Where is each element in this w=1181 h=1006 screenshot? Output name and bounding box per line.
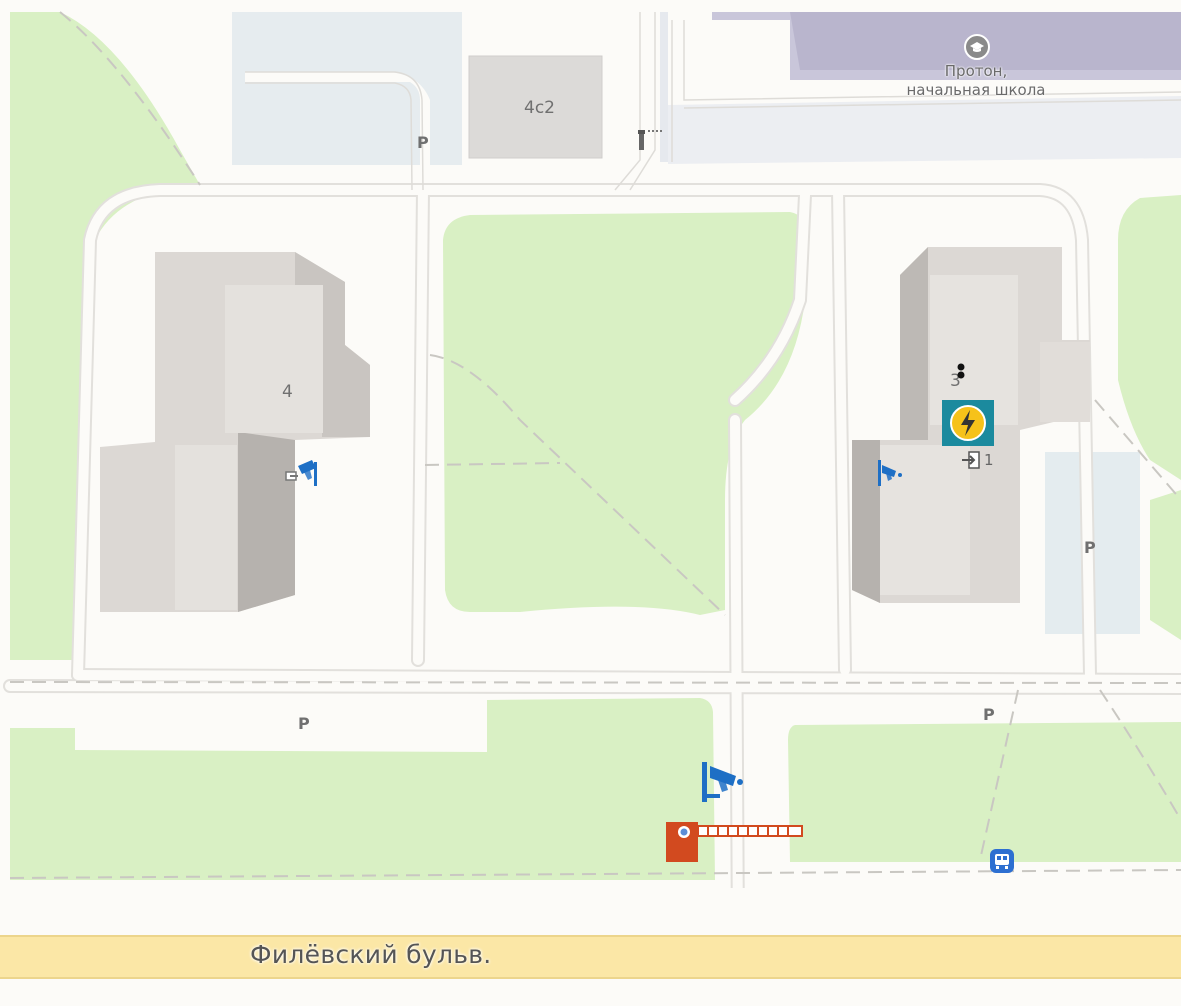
cctv-camera-icon[interactable]	[698, 758, 748, 808]
cctv-camera-icon[interactable]	[284, 458, 322, 494]
building-number-4c2: 4с2	[524, 98, 555, 118]
building-number-4: 4	[282, 382, 293, 402]
green-area-west	[10, 12, 200, 660]
entrance-number: 1	[984, 451, 994, 469]
poi-name-line2[interactable]: начальная школа	[906, 81, 1046, 99]
ev-charging-icon[interactable]	[940, 398, 996, 452]
green-area-south	[10, 698, 715, 880]
tower-icon[interactable]	[636, 128, 664, 156]
poi-name-line1[interactable]: Протон,	[944, 62, 1008, 80]
parking-label[interactable]: P	[417, 133, 429, 152]
barrier-gate-icon[interactable]	[664, 818, 804, 870]
school-icon[interactable]	[964, 34, 990, 64]
parking-label[interactable]: P	[983, 705, 995, 724]
green-area-central	[443, 212, 808, 615]
cctv-camera-icon[interactable]	[874, 457, 908, 493]
parking-label[interactable]: P	[298, 714, 310, 733]
pin-dots-icon[interactable]	[955, 362, 967, 390]
public-transport-icon[interactable]	[989, 848, 1015, 878]
building-number-3: 3	[950, 371, 961, 391]
building-4	[100, 252, 370, 612]
entrance-icon[interactable]	[960, 450, 982, 474]
street-label: Филёвский бульв.	[250, 940, 492, 969]
parking-label[interactable]: P	[1084, 538, 1096, 557]
